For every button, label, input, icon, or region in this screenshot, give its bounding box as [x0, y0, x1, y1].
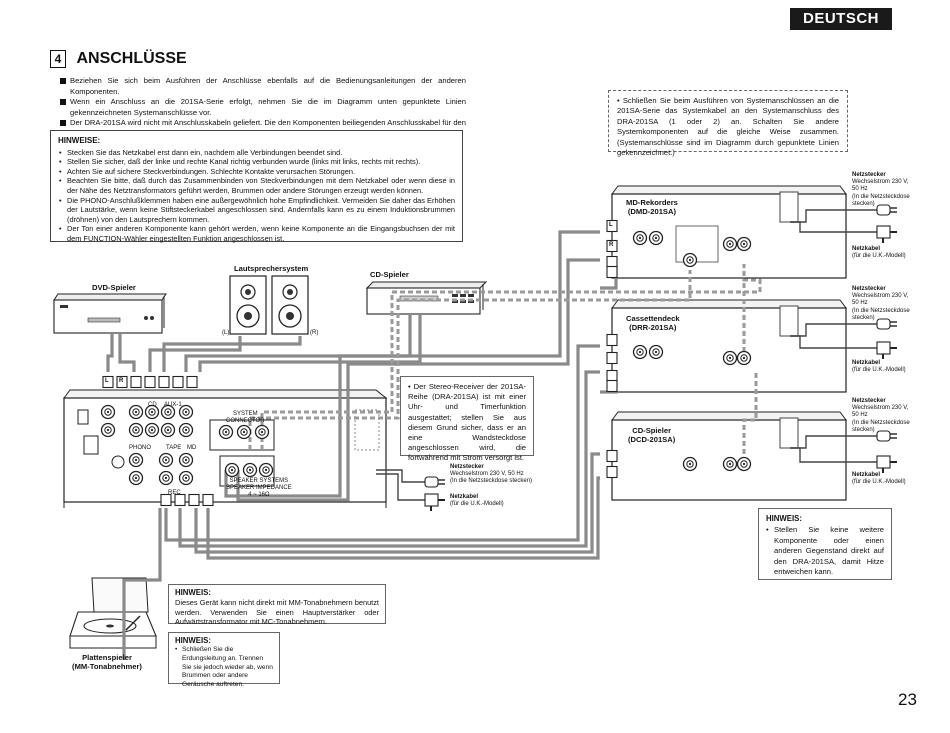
notes-title: HINWEISE: [58, 136, 101, 145]
hinweis-title: HINWEIS: [766, 514, 802, 523]
hinweis-title: HINWEIS: [175, 636, 211, 645]
power-cables [376, 209, 878, 501]
hinweis-title: HINWEIS: [175, 588, 211, 597]
page-number: 23 [898, 690, 917, 709]
hinweis-phono-text: Dieses Gerät kann nicht direkt mit MM-To… [175, 598, 379, 627]
hinweis-ground-text: Schließen Sie die Erdungsleitung an. Tre… [182, 646, 273, 688]
hinweis-heat-box: HINWEIS: •Stellen Sie keine weitere Komp… [758, 508, 892, 580]
jack-letter-l: L [609, 222, 613, 228]
md-label: MD [187, 445, 197, 451]
dvd-player-label: DVD-Spieler [92, 283, 136, 292]
note-item: Der Ton einer anderen Komponente kann ge… [59, 224, 455, 243]
speaker-system-label: Lautsprechersystem [234, 264, 309, 273]
cd-player-top-label: CD-Spieler [370, 270, 409, 279]
md-recorder-label: MD-Rekorders(DMD-201SA) [626, 198, 678, 216]
phono-label: PHONO [129, 445, 152, 451]
note-item: Beachten Sie bitte, daß durch das Zusamm… [59, 176, 455, 195]
rec-label: REC [168, 490, 181, 496]
notes-box: HINWEISE: Stecken Sie das Netzkabel erst… [50, 130, 463, 243]
receiver-power-cable-label: Netzkabel (für die U.K.-Modell) [450, 494, 504, 508]
cassette-power-cable-label: Netzkabel(für die U.K.-Modell) [852, 360, 906, 374]
cassette-deck-illustration [611, 299, 847, 393]
md-recorder-illustration [611, 185, 847, 279]
note-item: Die PHONO-Anschlußklemmen haben eine auß… [59, 196, 455, 225]
intro-item: Wenn ein Anschluss an die 201SA-Serie er… [60, 97, 466, 118]
aux-label: AUX-1 [164, 402, 182, 408]
system-connection-note: • Schließen Sie beim Ausführen von Syste… [608, 90, 848, 157]
note-item: Achten Sie auf sichere Steckverbindungen… [59, 167, 455, 177]
cd-player-deck-label: CD-Spieler(DCD-201SA) [628, 426, 676, 444]
section-number: 4 [50, 50, 66, 68]
cd-player-top-illustration [365, 281, 488, 315]
intro-item: Beziehen Sie sich beim Ausführen der Ans… [60, 76, 466, 97]
md-power-plug-label: Netzstecker Wechselstrom 230 V,50 Hz (In… [852, 172, 910, 207]
language-tab: DEUTSCH [790, 8, 892, 30]
system-note-text: Schließen Sie beim Ausführen von Systema… [617, 96, 839, 158]
section-heading: 4 ANSCHLÜSSE [50, 50, 187, 68]
cd-power-cable-label: Netzkabel(für die U.K.-Modell) [852, 472, 906, 486]
cassette-deck-label: Cassettendeck(DRR-201SA) [626, 314, 680, 332]
md-power-cable-label: Netzkabel(für die U.K.-Modell) [852, 246, 906, 260]
turntable-illustration [69, 577, 157, 649]
section-title: ANSCHLÜSSE [76, 50, 187, 67]
speaker-system-illustration [229, 275, 309, 335]
tape-label: TAPE [166, 445, 182, 451]
cd-input-label: CD [148, 402, 157, 408]
speaker-left-label: (L) [222, 330, 230, 336]
cd-power-plug-label: Netzstecker Wechselstrom 230 V,50 Hz (In… [852, 398, 910, 433]
dvd-player-illustration [53, 293, 167, 334]
hinweis-phono-box: HINWEIS: Dieses Gerät kann nicht direkt … [168, 584, 386, 627]
jack-letter-l: L [105, 378, 109, 384]
receiver-note-text: Der Stereo-Receiver der 201SA-Reihe (DRA… [408, 382, 526, 463]
system-cables [248, 264, 762, 470]
note-item: Stecken Sie das Netzkabel erst dann ein,… [59, 148, 455, 158]
jack-letter-r: R [119, 378, 124, 384]
hinweis-ground-box: HINWEIS: •Schließen Sie die Erdungsleitu… [168, 632, 280, 688]
note-item: Stellen Sie sicher, daß der linke und re… [59, 157, 455, 167]
jack-letter-r: R [609, 242, 614, 248]
receiver-note-box: • Der Stereo-Receiver der 201SA-Reihe (D… [400, 376, 534, 462]
turntable-label: Plattenspieler(MM-Tonabnehmer) [72, 653, 142, 671]
speaker-terminal-label: SPEAKER SYSTEMS SPEAKER IMPEDANCE 4 ~ 16… [226, 478, 292, 499]
receiver-power-plug-label: Netzstecker Wechselstrom 230 V, 50 Hz (I… [450, 464, 533, 485]
speaker-right-label: (R) [310, 330, 319, 336]
cassette-power-plug-label: Netzstecker Wechselstrom 230 V,50 Hz (In… [852, 286, 910, 321]
hinweis-heat-text: Stellen Sie keine weitere Komponente ode… [774, 525, 884, 577]
